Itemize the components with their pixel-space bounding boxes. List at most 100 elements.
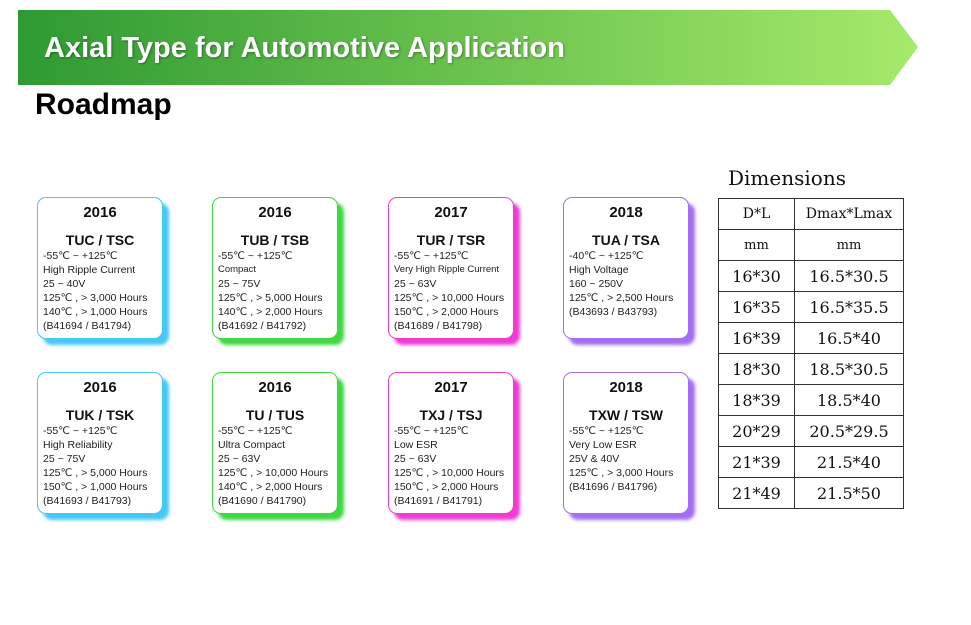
- table-row: 20*29 20.5*29.5: [718, 415, 904, 447]
- card-feature: Very Low ESR: [569, 439, 637, 451]
- table-cell: 16*39: [718, 322, 795, 354]
- card-year: 2016: [83, 204, 117, 221]
- card-lifetime: 125℃ , > 3,000 Hours: [569, 467, 674, 479]
- roadmap-card: 2016 TUC / TSC -55℃ ~ +125℃ High Ripple …: [37, 197, 163, 339]
- card-year: 2018: [609, 204, 643, 221]
- table-cell: 16.5*35.5: [794, 291, 904, 323]
- card-voltage-range: 25 ~ 75V: [218, 278, 261, 290]
- table-cell: 21.5*40: [794, 446, 904, 478]
- roadmap-card: 2016 TUK / TSK -55℃ ~ +125℃ High Reliabi…: [37, 372, 163, 514]
- card-feature: Low ESR: [394, 439, 438, 451]
- table-cell: 16*30: [718, 260, 795, 292]
- table-cell: 21*39: [718, 446, 795, 478]
- column-header: Dmax*Lmax: [794, 198, 904, 230]
- card-part-numbers: (B41689 / B41798): [394, 320, 483, 332]
- table-row: 21*39 21.5*40: [718, 446, 904, 478]
- table-row: 18*39 18.5*40: [718, 384, 904, 416]
- card-part-numbers: (B41692 / B41792): [218, 320, 307, 332]
- unit-cell: mm: [718, 229, 795, 261]
- card-feature: High Voltage: [569, 264, 629, 276]
- table-cell: 21*49: [718, 477, 795, 509]
- unit-cell: mm: [794, 229, 904, 261]
- table-row: 16*35 16.5*35.5: [718, 291, 904, 323]
- card-lifetime: 125℃ , > 10,000 Hours: [218, 467, 329, 479]
- card-lifetime: 140℃ , > 1,000 Hours: [43, 306, 148, 318]
- card-voltage-range: 25V & 40V: [569, 453, 620, 465]
- table-row: 16*39 16.5*40: [718, 322, 904, 354]
- card-feature: High Ripple Current: [43, 264, 136, 276]
- card-series-name: TU / TUS: [245, 407, 305, 423]
- card-voltage-range: 160 ~ 250V: [569, 278, 624, 290]
- card-temperature-range: -55℃ ~ +125℃: [218, 425, 293, 437]
- card-temperature-range: -55℃ ~ +125℃: [569, 425, 644, 437]
- roadmap-card: 2017 TUR / TSR -55℃ ~ +125℃ Very High Ri…: [388, 197, 514, 339]
- card-year: 2016: [258, 204, 292, 221]
- card-year: 2016: [258, 379, 292, 396]
- table-unit-row: mm mm: [718, 229, 904, 261]
- roadmap-card: 2018 TXW / TSW -55℃ ~ +125℃ Very Low ESR…: [563, 372, 689, 514]
- column-header: D*L: [718, 198, 795, 230]
- card-year: 2017: [434, 204, 468, 221]
- banner-arrow-shape: [18, 10, 918, 85]
- card-series-name: TUA / TSA: [592, 232, 660, 248]
- page-title: Roadmap: [35, 88, 172, 121]
- card-series-name: TUR / TSR: [416, 232, 486, 248]
- table-cell: 18.5*30.5: [794, 353, 904, 385]
- card-lifetime: 125℃ , > 5,000 Hours: [43, 467, 148, 479]
- banner-title: Axial Type for Automotive Application: [44, 32, 565, 64]
- table-cell: 21.5*50: [794, 477, 904, 509]
- card-lifetime: 140℃ , > 2,000 Hours: [218, 481, 323, 493]
- dimensions-table: D*L Dmax*Lmax mm mm 16*30 16.5*30.5 16*3…: [718, 198, 904, 509]
- card-lifetime: 125℃ , > 10,000 Hours: [394, 292, 505, 304]
- card-series-name: TXW / TSW: [589, 407, 663, 423]
- card-part-numbers: (B41691 / B41791): [394, 495, 483, 507]
- header-banner: Axial Type for Automotive Application: [18, 10, 918, 85]
- roadmap-card: 2018 TUA / TSA -40℃ ~ +125℃ High Voltage…: [563, 197, 689, 339]
- card-lifetime: 150℃ , > 1,000 Hours: [43, 481, 148, 493]
- card-voltage-range: 25 ~ 63V: [394, 453, 437, 465]
- card-voltage-range: 25 ~ 63V: [218, 453, 261, 465]
- table-cell: 18*39: [718, 384, 795, 416]
- card-voltage-range: 25 ~ 63V: [394, 278, 437, 290]
- table-row: 21*49 21.5*50: [718, 477, 904, 509]
- card-lifetime: 125℃ , > 5,000 Hours: [218, 292, 323, 304]
- card-lifetime: 125℃ , > 10,000 Hours: [394, 467, 505, 479]
- card-feature: High Reliability: [43, 439, 113, 451]
- table-cell: 20*29: [718, 415, 795, 447]
- card-part-numbers: (B43693 / B43793): [569, 306, 658, 318]
- table-cell: 18*30: [718, 353, 795, 385]
- card-temperature-range: -55℃ ~ +125℃: [218, 250, 293, 262]
- card-voltage-range: 25 ~ 40V: [43, 278, 86, 290]
- card-temperature-range: -55℃ ~ +125℃: [43, 250, 118, 262]
- card-feature: Very High Ripple Current: [394, 264, 500, 275]
- card-series-name: TUC / TSC: [65, 232, 135, 248]
- table-cell: 18.5*40: [794, 384, 904, 416]
- card-lifetime: 125℃ , > 3,000 Hours: [43, 292, 148, 304]
- card-series-name: TUB / TSB: [240, 232, 310, 248]
- card-temperature-range: -55℃ ~ +125℃: [43, 425, 118, 437]
- table-row: 18*30 18.5*30.5: [718, 353, 904, 385]
- table-cell: 16.5*30.5: [794, 260, 904, 292]
- card-series-name: TXJ / TSJ: [419, 407, 483, 423]
- card-lifetime: 140℃ , > 2,000 Hours: [218, 306, 323, 318]
- table-cell: 16.5*40: [794, 322, 904, 354]
- dimensions-title: Dimensions: [728, 166, 846, 190]
- card-part-numbers: (B41696 / B41796): [569, 481, 658, 493]
- card-feature: Compact: [218, 264, 257, 275]
- table-cell: 16*35: [718, 291, 795, 323]
- card-temperature-range: -55℃ ~ +125℃: [394, 425, 469, 437]
- card-part-numbers: (B41693 / B41793): [43, 495, 132, 507]
- table-row: 16*30 16.5*30.5: [718, 260, 904, 292]
- card-part-numbers: (B41694 / B41794): [43, 320, 132, 332]
- card-lifetime: 150℃ , > 2,000 Hours: [394, 306, 499, 318]
- card-voltage-range: 25 ~ 75V: [43, 453, 86, 465]
- card-year: 2018: [609, 379, 643, 396]
- roadmap-card: 2016 TUB / TSB -55℃ ~ +125℃ Compact 25 ~…: [212, 197, 338, 339]
- card-year: 2017: [434, 379, 468, 396]
- table-cell: 20.5*29.5: [794, 415, 904, 447]
- card-temperature-range: -40℃ ~ +125℃: [569, 250, 644, 262]
- card-temperature-range: -55℃ ~ +125℃: [394, 250, 469, 262]
- card-year: 2016: [83, 379, 117, 396]
- roadmap-card: 2017 TXJ / TSJ -55℃ ~ +125℃ Low ESR 25 ~…: [388, 372, 514, 514]
- table-header-row: D*L Dmax*Lmax: [718, 198, 904, 230]
